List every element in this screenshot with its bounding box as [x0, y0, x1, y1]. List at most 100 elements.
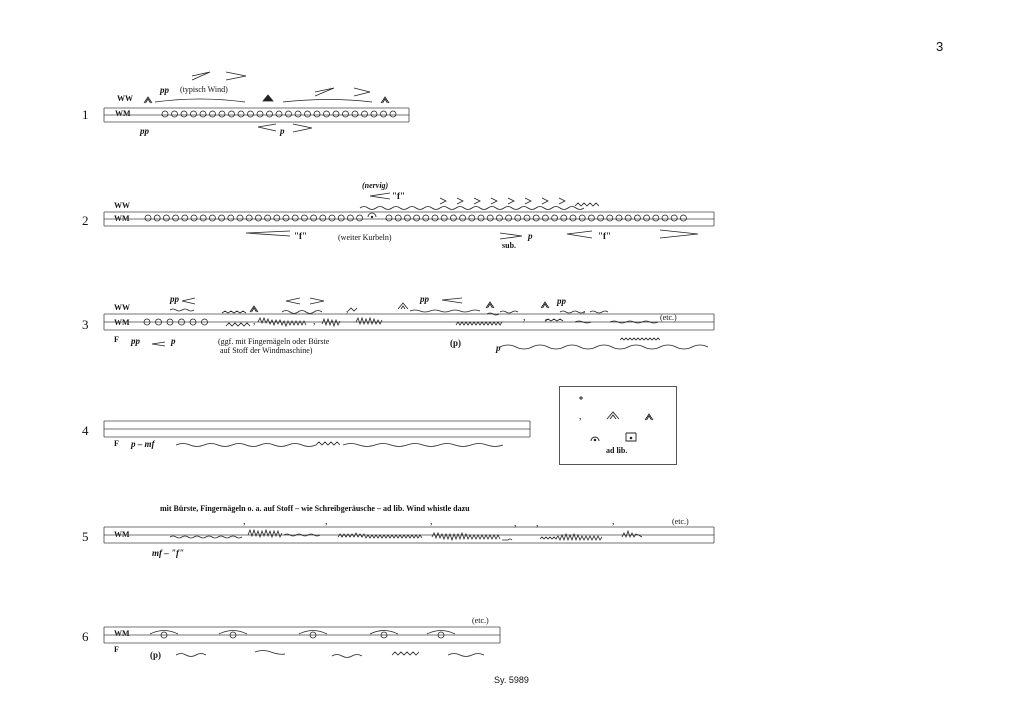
accent-mark	[456, 197, 464, 205]
crank-circle	[189, 318, 197, 326]
svg-text:,: ,	[313, 316, 316, 327]
row1-dynamic-pp-top: pp	[160, 85, 169, 95]
svg-text:,: ,	[545, 312, 548, 323]
arc-mark	[369, 630, 399, 635]
crank-circle	[171, 110, 178, 118]
crank-circle	[282, 214, 290, 222]
crank-circle	[256, 110, 264, 118]
crank-circle	[313, 110, 321, 118]
crank-circle	[532, 214, 540, 222]
row1-dynamic-p: p	[280, 126, 285, 136]
crank-circle	[309, 631, 317, 639]
row2-marks	[245, 192, 699, 240]
accent-mark	[473, 197, 481, 205]
crank-circle	[181, 214, 189, 222]
row3-annotation-line1: (ggf. mit Fingernägeln oder Bürste	[218, 337, 330, 346]
row2-annotation: (weiter Kurbeln)	[338, 233, 392, 242]
crank-circle	[380, 631, 388, 639]
svg-text:,: ,	[583, 304, 586, 315]
row3-dynamic-pp-1: pp	[170, 294, 179, 304]
crank-circle	[346, 214, 354, 222]
row6-dynamic: (p)	[150, 650, 161, 660]
row6-f-marks	[175, 650, 485, 658]
accent-mark	[541, 197, 549, 205]
crank-circle	[190, 214, 198, 222]
crank-circle	[380, 110, 387, 118]
accent-mark	[507, 197, 515, 205]
crank-circle	[643, 214, 650, 222]
crank-circle	[328, 214, 336, 222]
accent-mark	[490, 197, 498, 205]
crank-circle	[477, 214, 485, 222]
crank-circle	[245, 214, 253, 222]
row5-instruction: mit Bürste, Fingernägeln o. a. auf Stoff…	[160, 504, 470, 513]
crank-circle	[285, 110, 292, 118]
crank-circle	[166, 318, 174, 326]
crank-circle	[153, 214, 161, 222]
crank-circle	[291, 214, 299, 222]
crank-circle	[266, 110, 273, 118]
crank-circle	[351, 110, 359, 118]
row3-dynamic-p-f: p	[496, 343, 501, 353]
svg-text:,: ,	[514, 518, 517, 529]
row2-dynamic-f-left: "f"	[294, 231, 307, 241]
svg-text:,: ,	[325, 516, 328, 527]
accent-mark	[524, 197, 532, 205]
crank-circle	[323, 110, 330, 118]
row6-staff	[103, 626, 501, 644]
crank-circle	[413, 214, 421, 222]
crank-circle	[370, 110, 378, 118]
crank-circle	[440, 214, 448, 222]
row3-label-ww: WW	[114, 303, 130, 312]
crank-circle	[597, 214, 604, 222]
crank-circle	[661, 214, 669, 222]
crank-circle	[342, 110, 349, 118]
crank-circle	[304, 110, 311, 118]
row3-marks	[151, 297, 709, 350]
crank-circle	[588, 214, 595, 222]
row3-dynamic-p-low: p	[171, 336, 176, 346]
crank-circle	[228, 110, 235, 118]
legend-box	[559, 386, 677, 465]
legend-symbols: ,	[579, 396, 654, 442]
row3-dynamic-pp-low: pp	[131, 336, 140, 346]
crank-circle	[361, 110, 368, 118]
row4-staff	[103, 420, 531, 438]
crank-circle	[199, 214, 207, 222]
row2-staff	[103, 211, 715, 227]
svg-text:,: ,	[253, 316, 256, 327]
legend-caption: ad lib.	[606, 446, 628, 455]
page-number: 3	[936, 39, 944, 54]
row2-dynamic-f-top: "f"	[392, 191, 405, 201]
crank-circle	[578, 214, 586, 222]
crank-circle	[160, 631, 168, 639]
crank-circle	[542, 214, 549, 222]
row3-dynamic-pp-2: pp	[420, 294, 429, 304]
row3-annotation-line2: auf Stoff der Windmaschine)	[220, 346, 313, 355]
svg-text:,: ,	[430, 516, 433, 527]
row3-label-wm: WM	[114, 318, 130, 327]
crank-circle	[310, 214, 318, 222]
row1-staff	[103, 107, 410, 123]
accent-mark	[439, 197, 447, 205]
crank-circle	[236, 214, 244, 222]
crank-circle	[422, 214, 430, 222]
row3-staff	[103, 313, 715, 331]
crank-circle	[254, 214, 262, 222]
svg-text:,: ,	[523, 312, 526, 323]
row-number-5: 5	[82, 529, 89, 544]
crank-circle	[201, 318, 208, 326]
crank-circle	[615, 214, 623, 222]
row2-label-wm: WM	[114, 214, 130, 223]
row2-circles	[144, 214, 687, 222]
crank-circle	[190, 110, 197, 118]
crank-circle	[652, 214, 660, 222]
arc-mark	[298, 630, 328, 635]
row-number-1: 1	[82, 107, 89, 122]
row1-dynamic-pp-bottom: pp	[140, 126, 149, 136]
row3-etc: (etc.)	[660, 313, 677, 322]
crank-circle	[143, 318, 151, 326]
row5-staff	[103, 526, 715, 544]
row2-dynamic-f-right: "f"	[598, 231, 611, 241]
row3-dynamic-pp-3: pp	[557, 296, 566, 306]
